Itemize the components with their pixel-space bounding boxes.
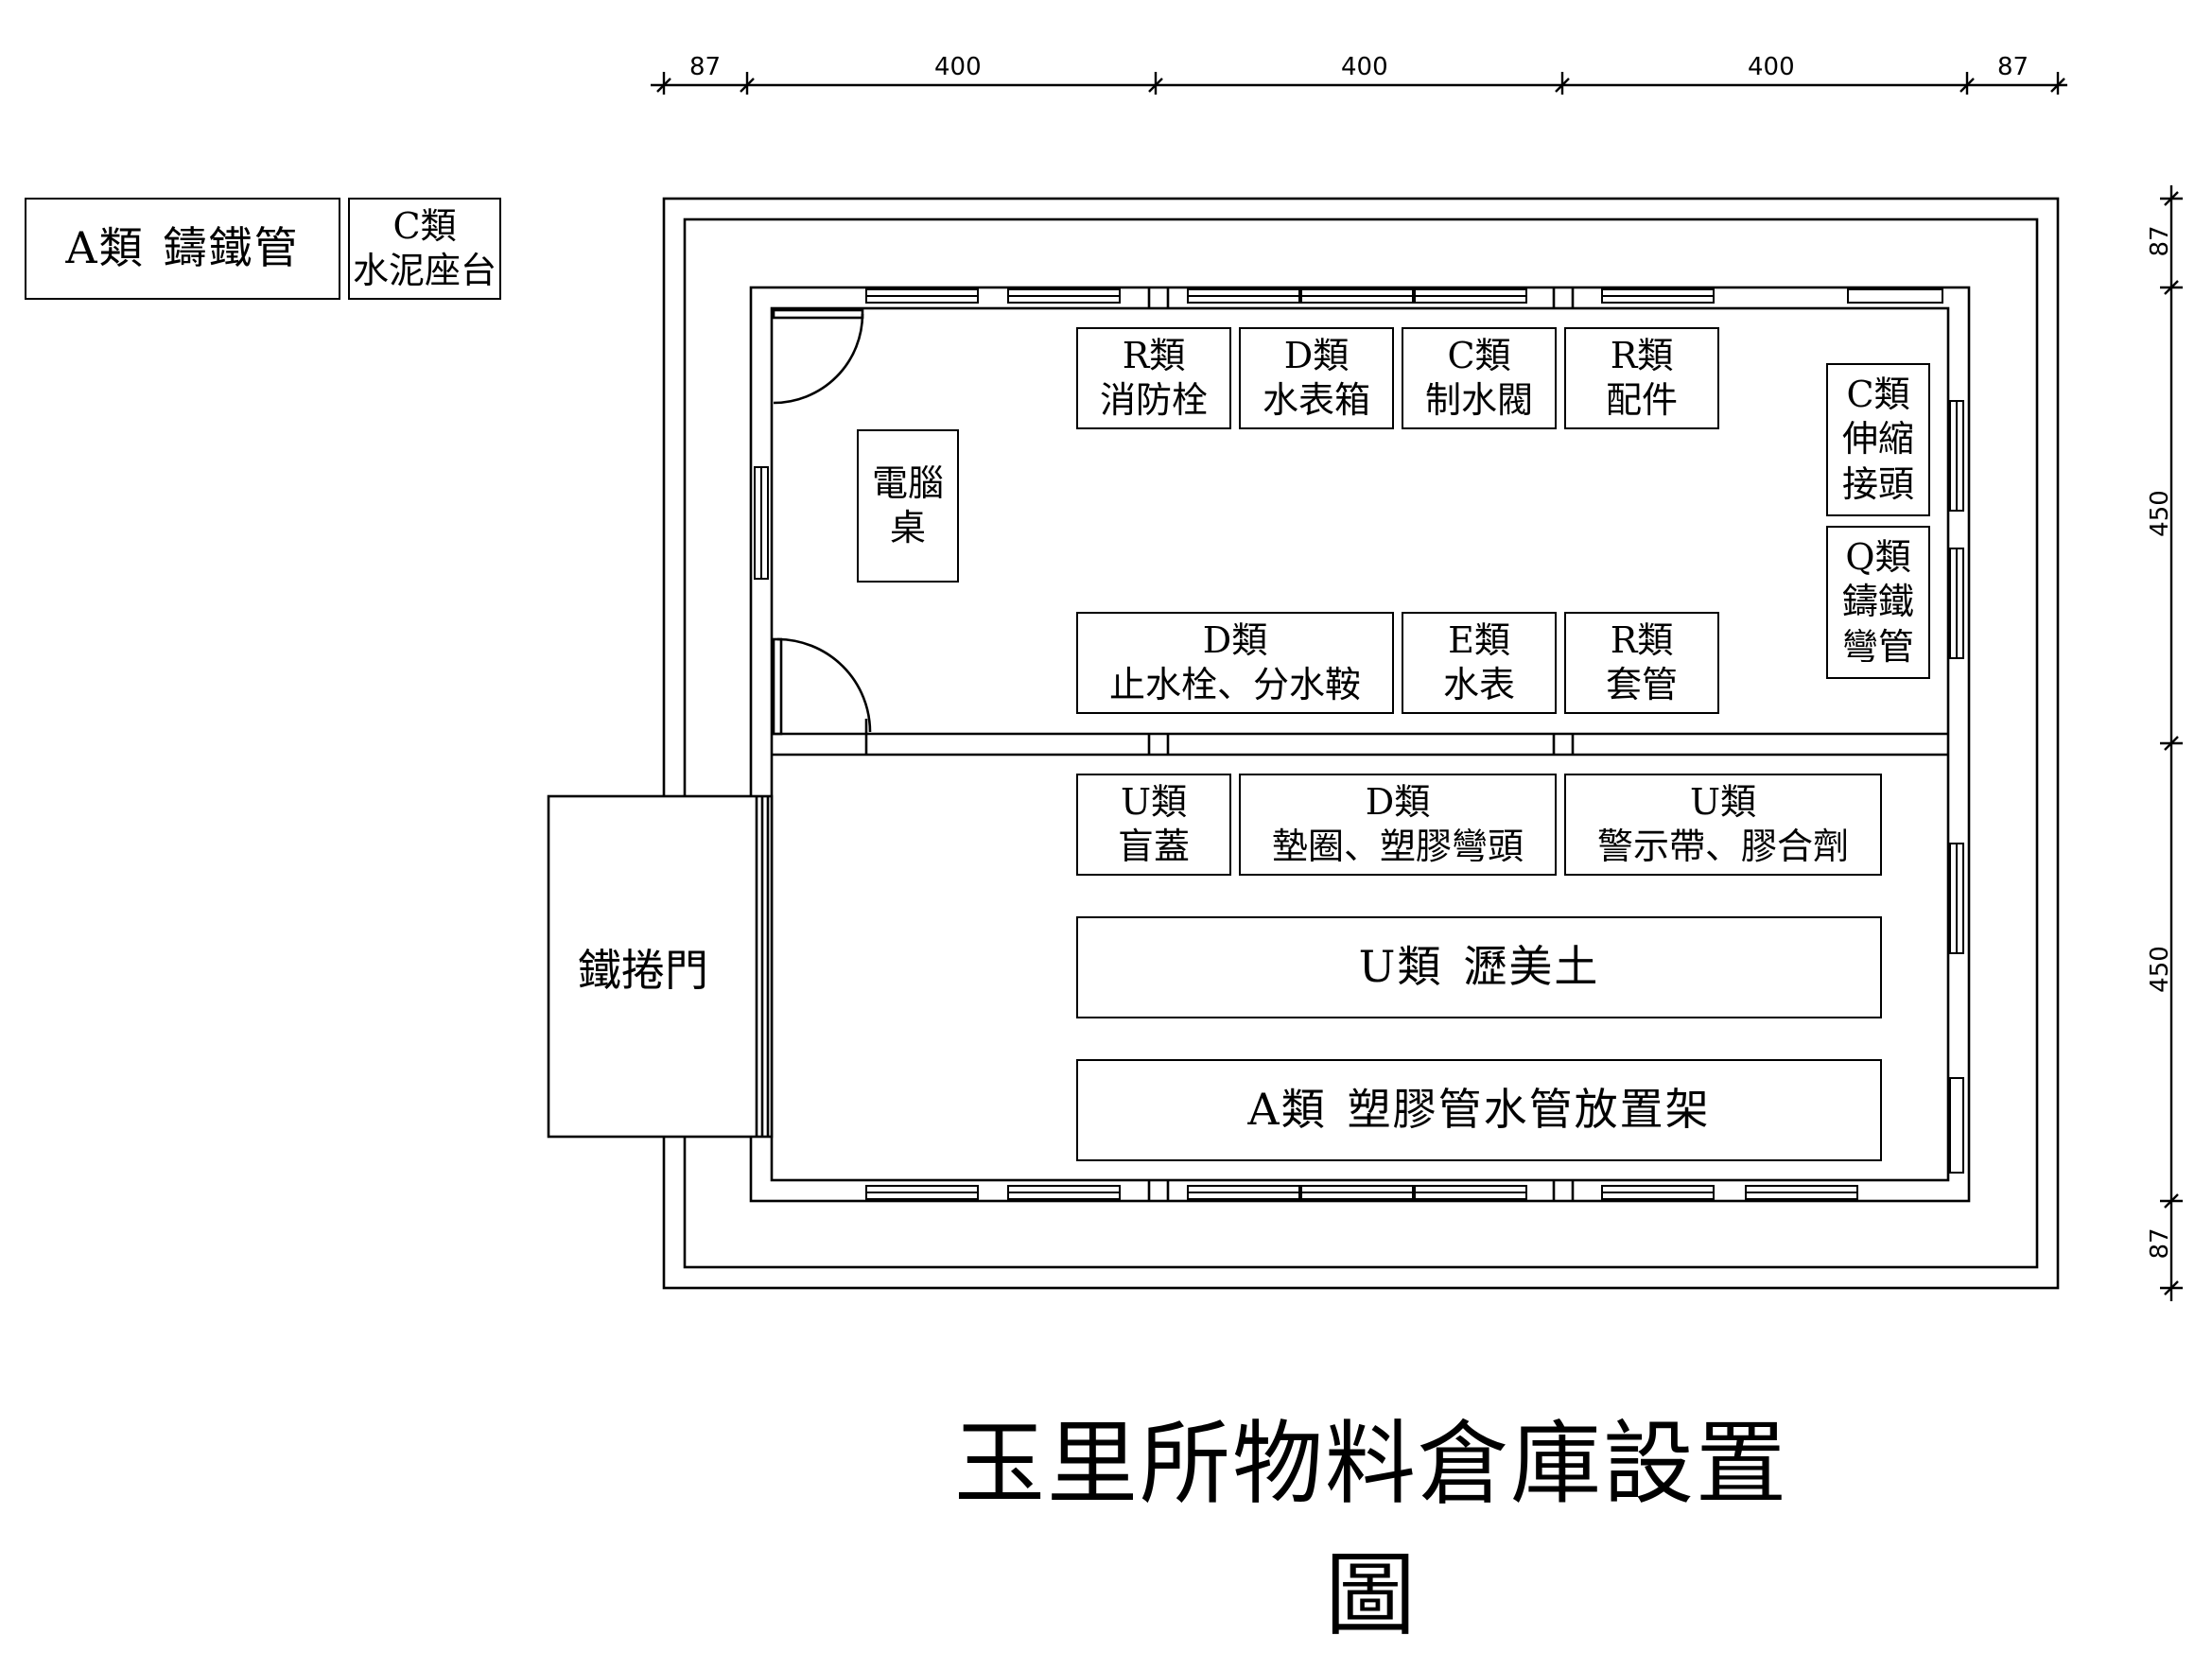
shelf-code: U類 [1120,780,1188,823]
dim-right-1: 87 [2146,225,2174,257]
top-windows [865,288,1943,304]
shelf-code: D類 [1283,334,1350,376]
shelf-fittings: R類 配件 [1564,327,1719,429]
shelf-name: 制水閥 [1424,379,1533,421]
floor-plan-drawing [547,72,2183,1301]
dim-top-4: 400 [1748,53,1795,81]
dim-top-5: 87 [1997,53,2029,81]
shelf-code: R類 [1610,618,1674,661]
shelf-code: D類 [1202,618,1268,661]
dim-right-4: 87 [2146,1227,2174,1260]
rolling-door-label: 鐵捲門 [578,945,708,996]
shelf-name: 水表箱 [1262,379,1370,421]
shelf-name: 墊圈、塑膠彎頭 [1271,826,1524,867]
legend-code: A類 [65,222,145,274]
shelf-name: 配件 [1605,379,1678,421]
building-outer-wall [749,286,1971,1203]
shelf-stop-valve: D類 止水栓、分水鞍 [1076,612,1394,714]
shelf-name: 盲蓋 [1117,826,1190,867]
legend-name: 鑄鐵管 [163,222,300,274]
desk-label: 電腦桌 [871,461,944,549]
shelf-code: E類 [1448,618,1510,661]
rolling-door [547,794,774,1139]
shelf-name: 警示帶、膠合劑 [1596,826,1849,867]
shelf-code: A類 [1247,1084,1327,1136]
top-dimension-line [651,72,2067,95]
shelf-name: 消防栓 [1099,379,1208,421]
shelf-code: Q類 [1845,535,1911,578]
drawing-title: 玉里所物料倉庫設置圖 [954,1411,1788,1648]
bottom-windows [865,1185,1858,1200]
shelf-fire-hydrant: R類 消防栓 [1076,327,1231,429]
shelf-code: U類 [1689,780,1757,823]
legend-name: 水泥座台 [352,250,496,291]
right-windows [1949,400,1964,1174]
shelf-gasket-elbow: D類 墊圈、塑膠彎頭 [1239,774,1557,876]
shelf-meter-box: D類 水表箱 [1239,327,1394,429]
dim-right-3: 450 [2146,946,2174,993]
shelf-name: 伸縮接頭 [1841,418,1914,505]
shelf-plastic-pipe-rack: A類 塑膠管水管放置架 [1076,1059,1882,1161]
shelf-sleeve: R類 套管 [1564,612,1719,714]
shelf-code: U類 [1358,941,1443,993]
shelf-expansion-joint: C類 伸縮接頭 [1826,363,1930,516]
shelf-code: D類 [1365,780,1431,823]
shelf-name: 瀝美土 [1463,941,1600,993]
shelf-code: C類 [1846,373,1910,415]
shelf-warning-tape: U類 警示帶、膠合劑 [1564,774,1882,876]
shelf-code: C類 [1447,334,1511,376]
dim-top-2: 400 [934,53,982,81]
shelf-gate-valve: C類 制水閥 [1402,327,1557,429]
shelf-name: 套管 [1605,664,1678,705]
shelf-code: R類 [1610,334,1674,376]
dim-top-3: 400 [1341,53,1388,81]
shelf-name: 止水栓、分水鞍 [1108,664,1361,705]
shelf-name: 鑄鐵彎管 [1841,581,1914,668]
shelf-cast-iron-elbow: Q類 鑄鐵彎管 [1826,526,1930,679]
right-dimension-line [2160,185,2183,1301]
shelf-name: 水表 [1442,664,1515,705]
building-inner-wall [770,306,1950,1182]
shelf-asphalt: U類 瀝美土 [1076,916,1882,1018]
outer-boundary [662,197,2060,1290]
door-swings [772,308,872,755]
shelf-code: R類 [1122,334,1186,376]
shelf-blind-cap: U類 盲蓋 [1076,774,1231,876]
dim-top-1: 87 [689,53,722,81]
shelf-water-meter: E類 水表 [1402,612,1557,714]
dim-right-2: 450 [2146,490,2174,537]
legend-cast-iron-pipe: A類 鑄鐵管 [25,198,340,300]
left-window [754,466,769,580]
inner-boundary [683,218,2039,1269]
computer-desk: 電腦桌 [857,429,959,583]
legend-code: C類 [392,204,457,247]
shelf-name: 塑膠管水管放置架 [1347,1084,1711,1136]
legend-cement-platform: C類 水泥座台 [348,198,501,300]
